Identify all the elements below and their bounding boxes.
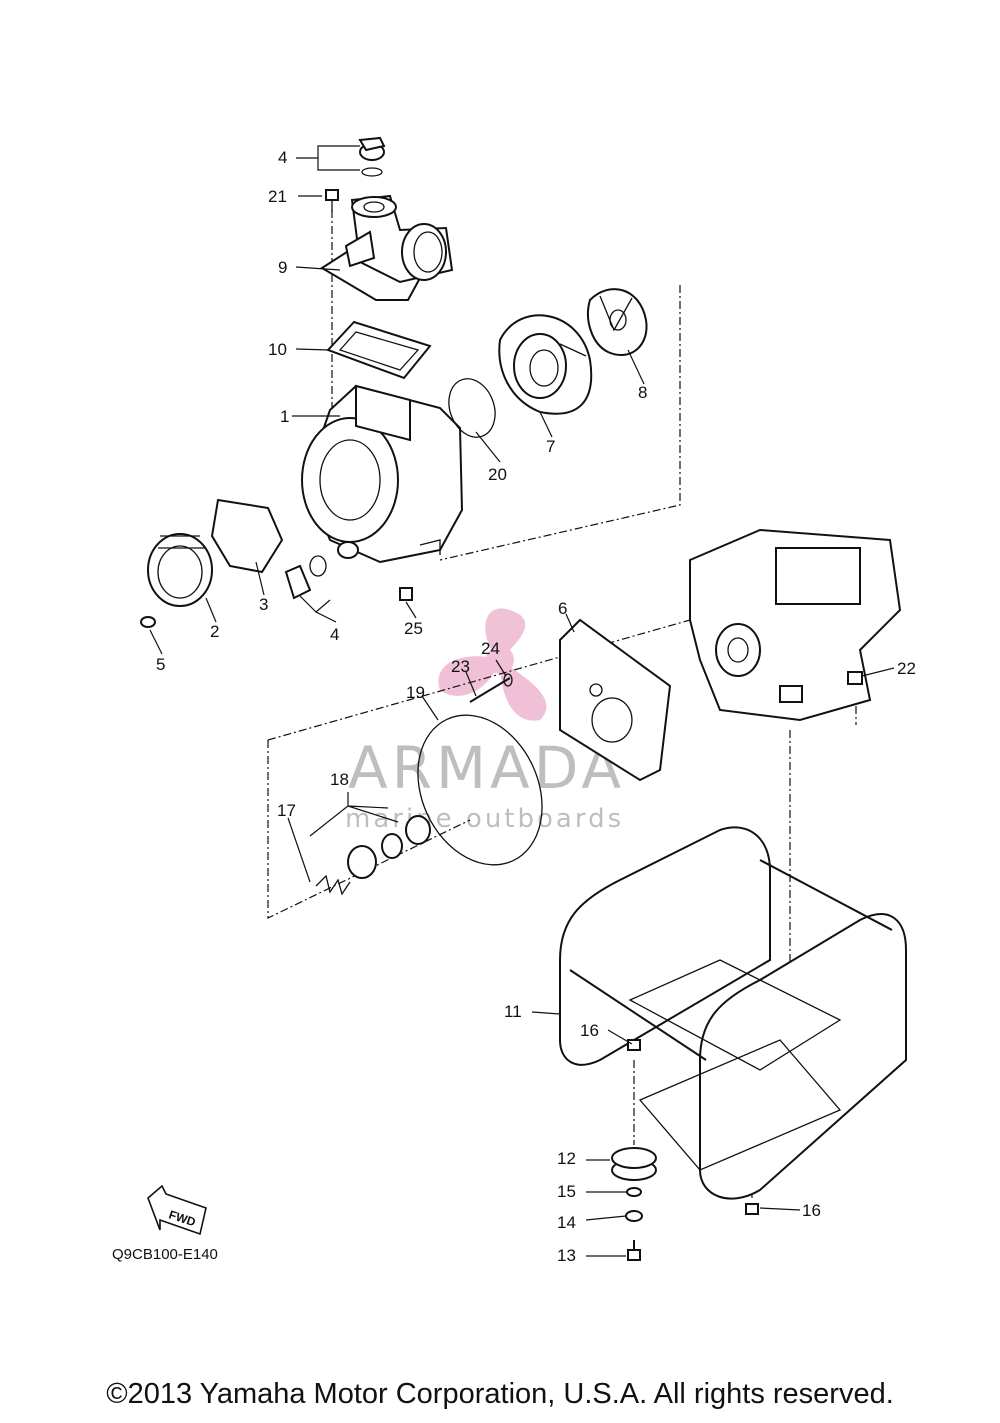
o-ring-19 [417, 714, 543, 866]
callout-18: 18 [330, 770, 349, 789]
callout-16-top: 16 [580, 1021, 599, 1040]
bolt-13 [627, 1240, 641, 1261]
impeller [587, 288, 648, 356]
callout-9: 9 [278, 258, 287, 277]
volute-casing [498, 314, 593, 415]
callout-10: 10 [268, 340, 287, 359]
pump-casing [301, 384, 464, 564]
bolt-25 [399, 587, 413, 601]
o-ring-20 [448, 378, 496, 438]
assembly-frame-lower [267, 740, 471, 919]
washer-14 [625, 1210, 643, 1222]
callout-11: 11 [504, 1002, 522, 1021]
callout-7: 7 [546, 437, 555, 456]
callout-19: 19 [406, 683, 425, 702]
spring-17 [315, 874, 351, 896]
frame [559, 826, 907, 1200]
gasket-3 [210, 498, 284, 574]
callout-21: 21 [268, 187, 287, 206]
watermark-logo [438, 608, 547, 721]
washer-15 [626, 1187, 642, 1197]
callout-1: 1 [280, 407, 289, 426]
bolt-23 [469, 677, 511, 703]
callout-24: 24 [481, 639, 500, 658]
bolt-21 [325, 189, 339, 212]
nut-16-top [627, 1039, 641, 1051]
leader-lines [149, 145, 895, 1257]
engine [689, 528, 902, 722]
callout-2: 2 [210, 622, 219, 641]
pump-bracket [559, 618, 672, 782]
discharge-elbow [320, 194, 454, 301]
mechanical-seal [347, 815, 431, 879]
figure-code: Q9CB100-E140 [112, 1246, 218, 1263]
callout-5: 5 [156, 655, 165, 674]
callout-15: 15 [557, 1182, 576, 1201]
callout-8: 8 [638, 383, 647, 402]
copyright-notice: ©2013 Yamaha Motor Corporation, U.S.A. A… [106, 1378, 894, 1410]
assembly-frame-upper [439, 285, 681, 561]
watermark-brand: ARMADA [348, 734, 625, 802]
washer-24 [503, 673, 513, 687]
rubber-mount [611, 1147, 657, 1181]
drain-plug-bottom [284, 555, 327, 600]
priming-cap-top [358, 136, 386, 177]
callout-25: 25 [404, 619, 423, 638]
callout-23: 23 [451, 657, 470, 676]
nut-16-bottom [745, 1203, 759, 1215]
callout-12: 12 [557, 1149, 576, 1168]
watermark-tagline: marine outboards [345, 804, 624, 834]
callout-22: 22 [897, 659, 916, 678]
callout-13: 13 [557, 1246, 576, 1265]
gasket-10 [326, 320, 432, 380]
suction-cover [140, 533, 213, 628]
bolt-22 [847, 671, 863, 685]
callout-3: 3 [259, 595, 268, 614]
callout-20: 20 [488, 465, 507, 484]
callout-17: 17 [277, 801, 296, 820]
callout-14: 14 [557, 1213, 576, 1232]
callout-6: 6 [558, 599, 567, 618]
callout-16-bottom: 16 [802, 1201, 821, 1220]
callout-4: 4 [278, 148, 287, 167]
fwd-arrow-icon: FWD [147, 1184, 207, 1236]
callout-4-lower: 4 [330, 625, 339, 644]
